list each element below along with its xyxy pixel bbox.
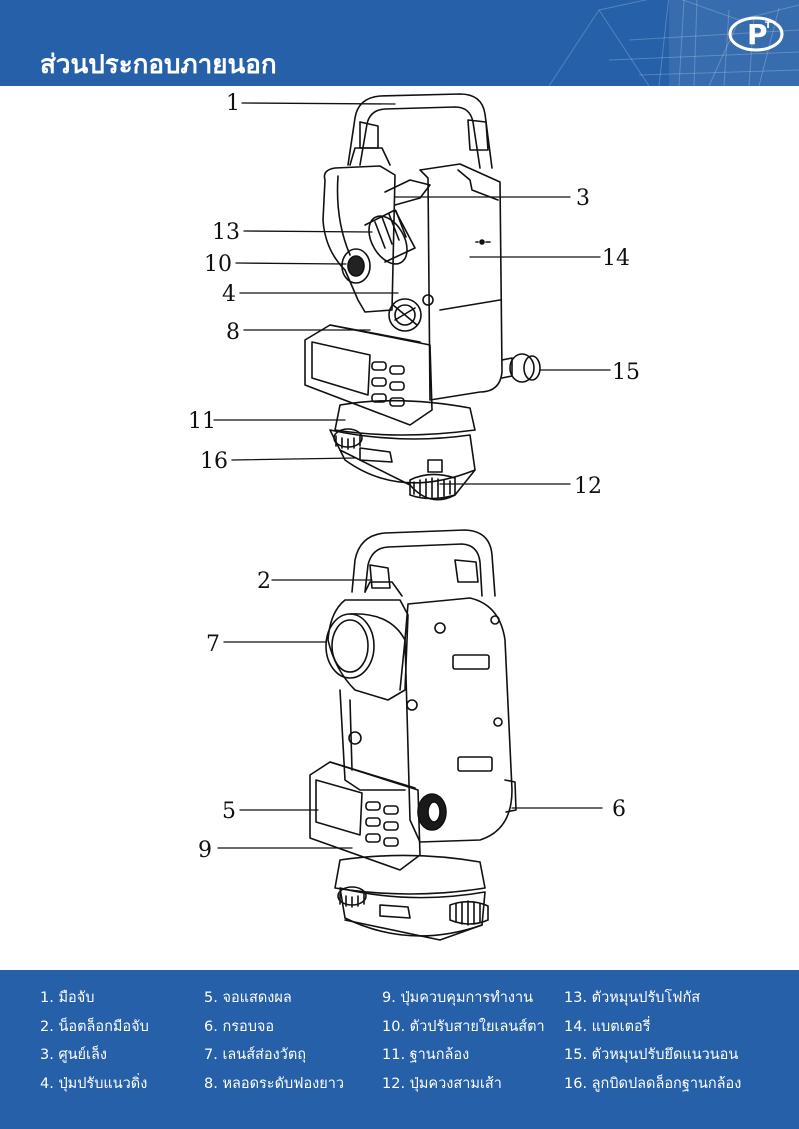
- callout-2: 2: [257, 569, 271, 594]
- legend-item: 5. จอแสดงผล: [204, 990, 292, 1006]
- instrument-front-view: [304, 93, 541, 501]
- callout-15: 15: [612, 360, 640, 385]
- logo-small-letter: T: [765, 21, 772, 31]
- legend-column-4: 13. ตัวหมุนปรับโฟกัส 14. แบตเตอรี่ 15. ต…: [564, 984, 741, 1098]
- callout-4: 4: [222, 282, 236, 307]
- legend-column-2: 5. จอแสดงผล 6. กรอบจอ 7. เลนส์ส่องวัตถุ …: [204, 984, 344, 1098]
- theodolite-diagram: 1 3 13 14 10 4 8 15 11 16 12 2 7 5 6 9: [188, 91, 640, 941]
- company-logo: P T: [728, 16, 784, 52]
- callout-10: 10: [204, 252, 232, 277]
- callout-3: 3: [576, 186, 590, 211]
- legend-item: 7. เลนส์ส่องวัตถุ: [204, 1047, 307, 1063]
- legend-item: 6. กรอบจอ: [204, 1018, 275, 1035]
- legend-item: 8. หลอดระดับฟองยาว: [204, 1075, 345, 1092]
- legend-column-3: 9. ปุ่มควบคุมการทำงาน 10. ตัวปรับสายใยเล…: [382, 984, 545, 1098]
- legend-item: 9. ปุ่มควบคุมการทำงาน: [382, 990, 534, 1006]
- legend-item: 1. มือจับ: [40, 990, 95, 1006]
- legend-item: 11. ฐานกล้อง: [382, 1047, 470, 1063]
- legend-item: 13. ตัวหมุนปรับโฟกัส: [564, 990, 701, 1006]
- callout-14: 14: [602, 246, 630, 271]
- callout-13: 13: [212, 220, 240, 245]
- legend-item: 16. ลูกบิดปลดล็อกฐานกล้อง: [564, 1075, 742, 1092]
- callout-1: 1: [226, 91, 240, 116]
- legend-item: 14. แบตเตอรี่: [564, 1018, 651, 1035]
- legend-item: 2. น็อตล็อกมือจับ: [40, 1018, 149, 1035]
- callout-7: 7: [206, 632, 220, 657]
- callout-12: 12: [574, 474, 602, 499]
- callout-11: 11: [188, 409, 216, 434]
- callout-9: 9: [198, 838, 212, 863]
- instrument-back-view: [309, 529, 517, 941]
- header-band: ส่วนประกอบภายนอก P T: [0, 0, 799, 86]
- legend-item: 3. ศูนย์เล็ง: [40, 1047, 107, 1063]
- legend-item: 10. ตัวปรับสายใยเลนส์ตา: [382, 1018, 545, 1035]
- parts-legend: 1. มือจับ 2. น็อตล็อกมือจับ 3. ศูนย์เล็ง…: [0, 970, 799, 1129]
- callout-16: 16: [200, 449, 228, 474]
- callout-6: 6: [612, 797, 626, 822]
- logo-letter: P: [747, 18, 768, 51]
- callout-5: 5: [222, 799, 236, 824]
- callout-8: 8: [226, 320, 240, 345]
- legend-item: 4. ปุ่มปรับแนวดิ่ง: [40, 1075, 148, 1092]
- legend-item: 15. ตัวหมุนปรับยึดแนวนอน: [564, 1047, 739, 1063]
- leader-lines: [213, 102, 611, 849]
- page-title: ส่วนประกอบภายนอก: [40, 50, 277, 80]
- legend-column-1: 1. มือจับ 2. น็อตล็อกมือจับ 3. ศูนย์เล็ง…: [40, 984, 149, 1098]
- legend-item: 12. ปุ่มควงสามเส้า: [382, 1075, 502, 1092]
